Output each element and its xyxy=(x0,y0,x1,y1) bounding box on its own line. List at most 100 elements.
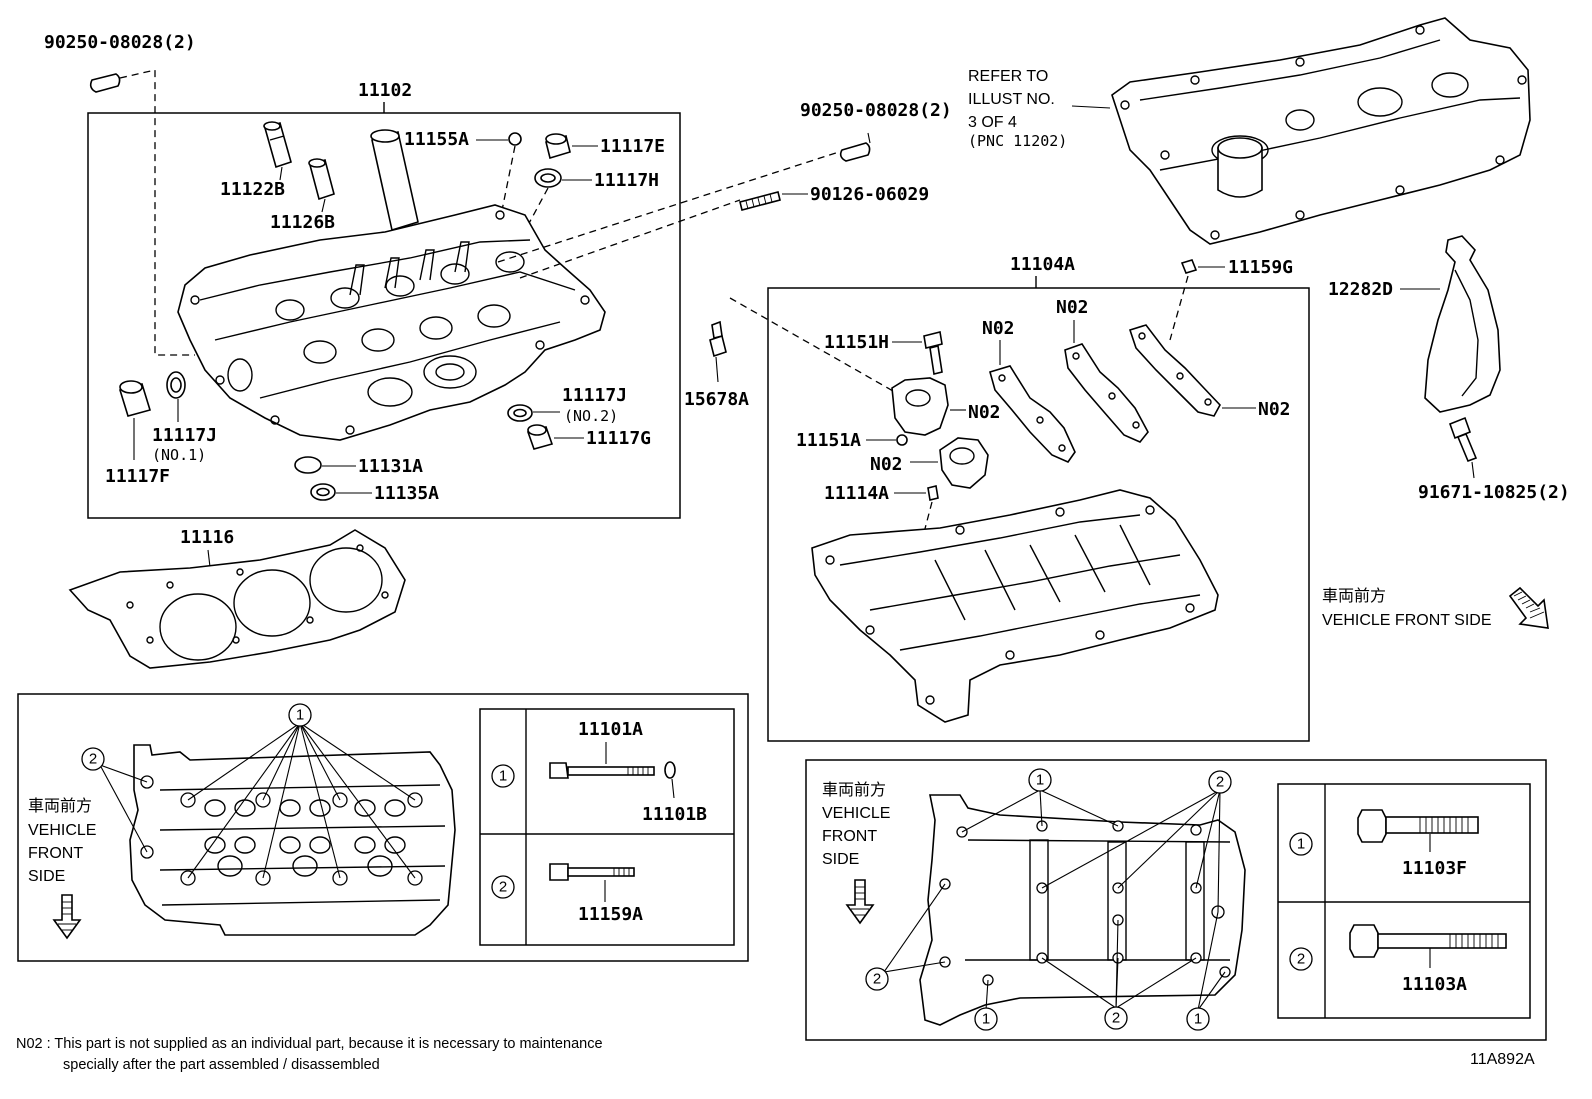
plug-11131a[interactable]: 11131A xyxy=(294,456,423,477)
label-washer-11101b: 11101B xyxy=(642,804,707,825)
left-front-en-2: FRONT xyxy=(28,845,83,862)
valve-guide-11122b[interactable]: 11122B xyxy=(220,121,292,200)
arrow-down-icon xyxy=(52,894,82,940)
label-gasket-11117j-no1: 11117J xyxy=(152,425,217,446)
left-key-1: 1 xyxy=(499,768,507,785)
gasket-11117j-no1[interactable]: 11117J (NO.1) xyxy=(152,371,217,464)
label-front-jp: 車両前方 xyxy=(1322,587,1386,605)
right-callout-1a: 1 xyxy=(1036,772,1044,789)
footnote-line1: N02 : This part is not supplied as an in… xyxy=(16,1036,603,1052)
cam-cap-n02-d[interactable]: N02 xyxy=(1056,297,1149,443)
bolt-11103a[interactable]: 11103A xyxy=(1349,924,1507,995)
housing-bolt-key-table xyxy=(1277,783,1531,1019)
label-ring-11135a: 11135A xyxy=(374,483,439,504)
label-ring-11117h: 11117H xyxy=(594,170,659,191)
valve-guide-11126b[interactable]: 11126B xyxy=(270,158,335,233)
label-refer-line1: REFER TO xyxy=(968,68,1048,85)
right-front-en-3: SIDE xyxy=(822,851,859,868)
label-guide-11122b: 11122B xyxy=(220,179,285,200)
plug-15678a[interactable]: 15678A xyxy=(684,297,901,410)
cylinder-head-body[interactable] xyxy=(177,204,606,441)
label-plug-11117e: 11117E xyxy=(600,136,665,157)
housing-bolt-panel xyxy=(805,759,1547,1041)
label-bolt-91671: 91671-10825(2) xyxy=(1418,482,1570,503)
label-bolt-11103f: 11103F xyxy=(1402,858,1467,879)
head-bolt-key-table xyxy=(479,708,735,946)
cover-12282d[interactable]: 12282D xyxy=(1328,235,1501,413)
label-n02-c: N02 xyxy=(982,318,1015,339)
right-callout-2b: 2 xyxy=(873,971,881,988)
label-nut-11159g: 11159G xyxy=(1228,257,1293,278)
callout-1-head: 1 xyxy=(187,703,416,879)
arrow-down-icon xyxy=(845,879,875,925)
label-pin-11114a: 11114A xyxy=(824,483,889,504)
callout-2-head: 2 xyxy=(81,747,148,853)
right-callout-1b: 1 xyxy=(982,1011,990,1028)
label-cover-12282d: 12282D xyxy=(1328,279,1393,300)
left-front-en-1: VEHICLE xyxy=(28,822,96,839)
ring-11135a[interactable]: 11135A xyxy=(310,483,439,504)
right-front-en-1: VEHICLE xyxy=(822,805,890,822)
label-refer-line2: ILLUST NO. xyxy=(968,91,1055,108)
label-n02-d: N02 xyxy=(1056,297,1089,318)
label-gasket-11117j-no2-sub: (NO.2) xyxy=(564,407,618,425)
label-bolt-11159a: 11159A xyxy=(578,904,643,925)
plug-11117e[interactable]: 11117E xyxy=(545,133,665,160)
right-callout-2c: 2 xyxy=(1112,1010,1120,1027)
washer-11101b[interactable]: 11101B xyxy=(642,761,707,825)
label-plug-11117f: 11117F xyxy=(105,466,170,487)
label-n02-b: N02 xyxy=(870,454,903,475)
left-front-en-3: SIDE xyxy=(28,868,65,885)
bolt-11151h[interactable]: 11151H xyxy=(824,331,943,375)
plug-11117f[interactable]: 11117F xyxy=(105,380,170,487)
cylinder-head-cover-ref[interactable]: REFER TO ILLUST NO. 3 OF 4 (PNC 11202) xyxy=(968,17,1531,245)
cam-cap-n02-e[interactable]: N02 xyxy=(1128,324,1291,420)
label-bolt-11151h: 11151H xyxy=(824,332,889,353)
right-front-jp: 車両前方 xyxy=(822,781,886,799)
stud-90126[interactable]: 90126-06029 xyxy=(739,184,929,211)
pin-90250-mid[interactable]: 90250-08028(2) xyxy=(800,100,952,162)
head-bolt-panel xyxy=(17,693,749,962)
spark-plug-tube[interactable] xyxy=(370,129,419,232)
label-pin-11151a: 11151A xyxy=(796,430,861,451)
cam-cap-n02-b[interactable]: N02 xyxy=(870,437,989,489)
bolt-91671[interactable]: 91671-10825(2) xyxy=(1418,416,1570,503)
head-top-view xyxy=(129,744,456,936)
bolt-11101a[interactable]: 11101A xyxy=(549,719,655,779)
cam-cap-n02-a[interactable]: N02 xyxy=(891,377,1001,436)
cam-cap-n02-c[interactable]: N02 xyxy=(982,318,1076,463)
left-front-jp: 車両前方 xyxy=(28,797,92,815)
ring-11117h[interactable]: 11117H xyxy=(519,168,659,241)
pin-11151a[interactable]: 11151A xyxy=(796,430,908,451)
bolt-11103f[interactable]: 11103F xyxy=(1357,809,1479,879)
label-stud: 90126-06029 xyxy=(810,184,929,205)
label-n02-e: N02 xyxy=(1258,399,1291,420)
label-plug-11131a: 11131A xyxy=(358,456,423,477)
label-n02-a: N02 xyxy=(968,402,1001,423)
right-key-2: 2 xyxy=(1297,951,1305,968)
bolt-11159a[interactable]: 11159A xyxy=(549,863,643,925)
callout-lines-housing xyxy=(883,789,1226,1011)
right-callout-2a: 2 xyxy=(1216,774,1224,791)
label-plug-15678a: 15678A xyxy=(684,389,749,410)
nut-11159g[interactable]: 11159G xyxy=(1169,257,1293,341)
housing-top-view xyxy=(919,794,1246,1026)
arrow-down-right-icon xyxy=(1508,586,1549,629)
label-refer-line3: 3 OF 4 xyxy=(968,114,1017,131)
label-pin-mid: 90250-08028(2) xyxy=(800,100,952,121)
head-gasket-11116[interactable]: 11116 xyxy=(68,527,406,669)
gasket-11117j-no2[interactable]: 11117J (NO.2) xyxy=(507,385,627,425)
label-front-en: VEHICLE FRONT SIDE xyxy=(1322,612,1492,629)
plug-11117g[interactable]: 11117G xyxy=(526,424,651,450)
pin-90250-top-left[interactable]: 90250-08028(2) xyxy=(44,32,196,356)
camshaft-housing-11104a[interactable] xyxy=(811,489,1219,723)
label-bolt-11101a: 11101A xyxy=(578,719,643,740)
label-refer-line4: (PNC 11202) xyxy=(968,132,1067,150)
footnote-line2: specially after the part assembled / dis… xyxy=(63,1057,380,1073)
pin-11114a[interactable]: 11114A xyxy=(824,483,939,606)
label-bolt-11103a: 11103A xyxy=(1402,974,1467,995)
camshaft-housing-group-box xyxy=(767,287,1310,742)
right-key-1: 1 xyxy=(1297,836,1305,853)
label-pin-top-left: 90250-08028(2) xyxy=(44,32,196,53)
